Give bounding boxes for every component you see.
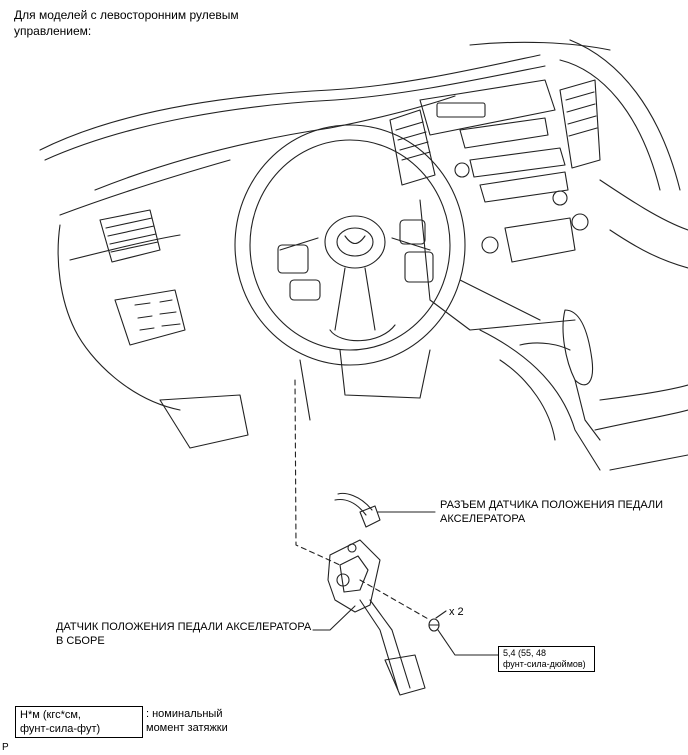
torque-spec-line-2: фунт-сила-дюймов) [503,659,586,669]
steering-column [300,350,430,420]
torque-spec-line-1: 5,4 (55, 48 [503,648,547,658]
legend-units-line-1: Н*м (кгс*см, [20,709,81,721]
center-stack [390,80,600,330]
accelerator-pedal-assembly [328,540,425,695]
quantity-leader-line [436,611,446,618]
pedal-connector [335,493,380,527]
bolt-quantity-label: x 2 [449,606,464,618]
right-dash-lines [460,180,688,320]
legend-desc-line-2: момент затяжки [146,722,228,734]
connector-label-line-2: АКСЕЛЕРАТОРА [440,513,526,525]
header-line-2: управлением: [14,24,92,38]
legend-desc-line-1: : номинальный [146,708,223,720]
dashboard-top-lines [40,40,680,215]
legend-units-line-2: фунт-сила-фут) [20,723,101,735]
torque-leader-line [438,630,498,655]
sensor-label-line-1: ДАТЧИК ПОЛОЖЕНИЯ ПЕДАЛИ АКСЕЛЕРАТОРА [56,621,312,633]
corner-mark: P [2,742,9,753]
sensor-label-line-2: В СБОРЕ [56,635,105,647]
console-shifter [480,310,688,470]
torque-spec-box: 5,4 (55, 48 фунт-сила-дюймов) [498,646,595,672]
torque-units-legend-box: Н*м (кгс*см, фунт-сила-фут) [15,706,143,738]
leader-dashed-column [295,380,340,565]
steering-wheel [235,125,465,365]
bolt-icon [429,619,439,631]
connector-label-line-1: РАЗЪЕМ ДАТЧИКА ПОЛОЖЕНИЯ ПЕДАЛИ [440,499,664,511]
left-vent [100,210,160,262]
sensor-leader-line [313,606,355,630]
left-dash-body [58,225,248,448]
header-line-1: Для моделей с левосторонним рулевым [14,8,239,22]
bolt-leader-dashed [360,580,430,620]
